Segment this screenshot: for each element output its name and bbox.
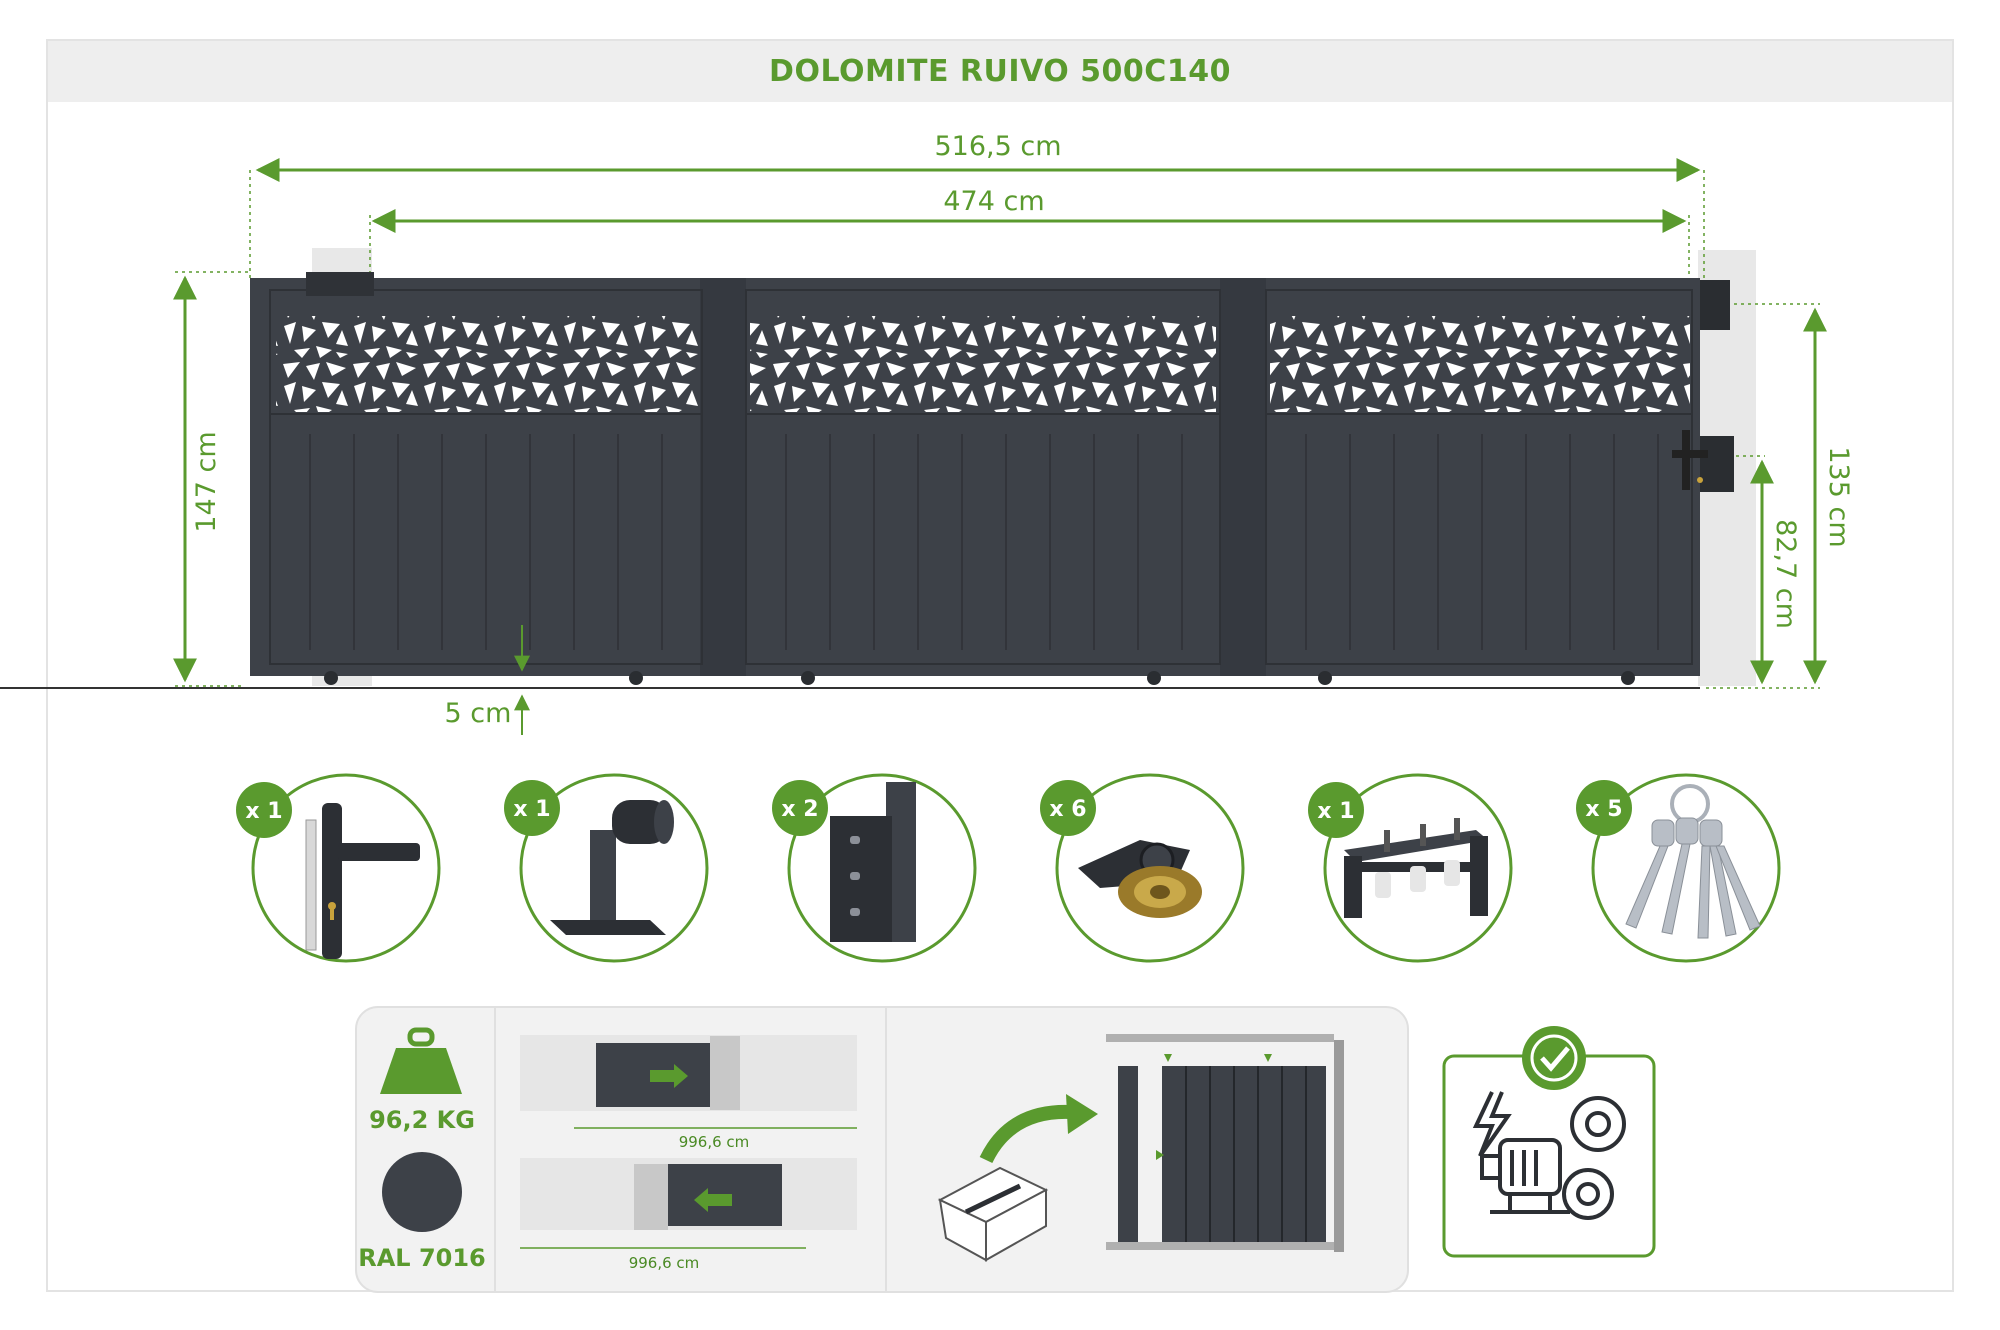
lattice-panel-3 [1270, 316, 1690, 412]
accessory-qty: x 1 [1317, 799, 1354, 824]
info-panel: 96,2 KG RAL 7016 996,6 cm 996,6 cm [355, 1006, 1409, 1293]
bracket-icon [830, 782, 916, 942]
accessory-3: x 2 [772, 773, 977, 963]
gate-handle [1682, 430, 1690, 490]
gate [250, 272, 1734, 685]
slide-left-diagram: 996,6 cm [520, 1158, 857, 1272]
door-handle-icon [305, 803, 420, 959]
passage-width-label: 474 cm [943, 186, 1044, 217]
gate-height-label: 135 cm [1823, 446, 1854, 547]
product-title: DOLOMITE RUIVO 500C140 [769, 54, 1231, 89]
weight-value: 96,2 KG [369, 1106, 475, 1134]
accessory-qty: x 5 [1585, 797, 1622, 822]
accessory-5: x 1 [1308, 773, 1513, 963]
motor-gears-icon [1472, 1091, 1626, 1220]
weight-icon [380, 1027, 462, 1094]
color-name: RAL 7016 [358, 1244, 486, 1272]
kit-panels-icon [1106, 1034, 1344, 1252]
accessory-2: x 1 [504, 773, 709, 963]
overall-width-label: 516,5 cm [934, 131, 1061, 162]
right-catch-lock [1700, 436, 1734, 492]
slide-right-diagram: 996,6 cm [520, 1035, 857, 1151]
accessory-qty: x 2 [781, 797, 818, 822]
keys-icon [1625, 784, 1761, 939]
accessory-1: x 1 [236, 773, 441, 963]
lock-height-label: 82,7 cm [1770, 519, 1801, 629]
title-bar: DOLOMITE RUIVO 500C140 [48, 41, 1952, 102]
accessory-qty: x 6 [1049, 797, 1086, 822]
accessory-qty: x 1 [245, 799, 282, 824]
wheel-icon [1078, 840, 1202, 918]
slide-right-length: 996,6 cm [679, 1133, 750, 1151]
guide-post-icon [550, 800, 674, 935]
slide-left-length: 996,6 cm [629, 1254, 700, 1272]
accessory-qty: x 1 [513, 797, 550, 822]
ground-clearance-label: 5 cm [445, 698, 512, 729]
overall-height-label: 147 cm [191, 431, 222, 532]
color-swatch [382, 1152, 462, 1232]
motorization-card [1442, 1026, 1656, 1258]
accessory-4: x 6 [1040, 773, 1245, 963]
right-catch-top [1700, 280, 1730, 330]
top-guide [306, 272, 374, 296]
roller-guide-icon [1344, 818, 1488, 918]
lattice-panel-2 [750, 316, 1216, 412]
lattice-panel-1 [276, 316, 700, 412]
kit-box-icon [937, 1094, 1098, 1262]
accessory-6: x 5 [1576, 773, 1781, 963]
